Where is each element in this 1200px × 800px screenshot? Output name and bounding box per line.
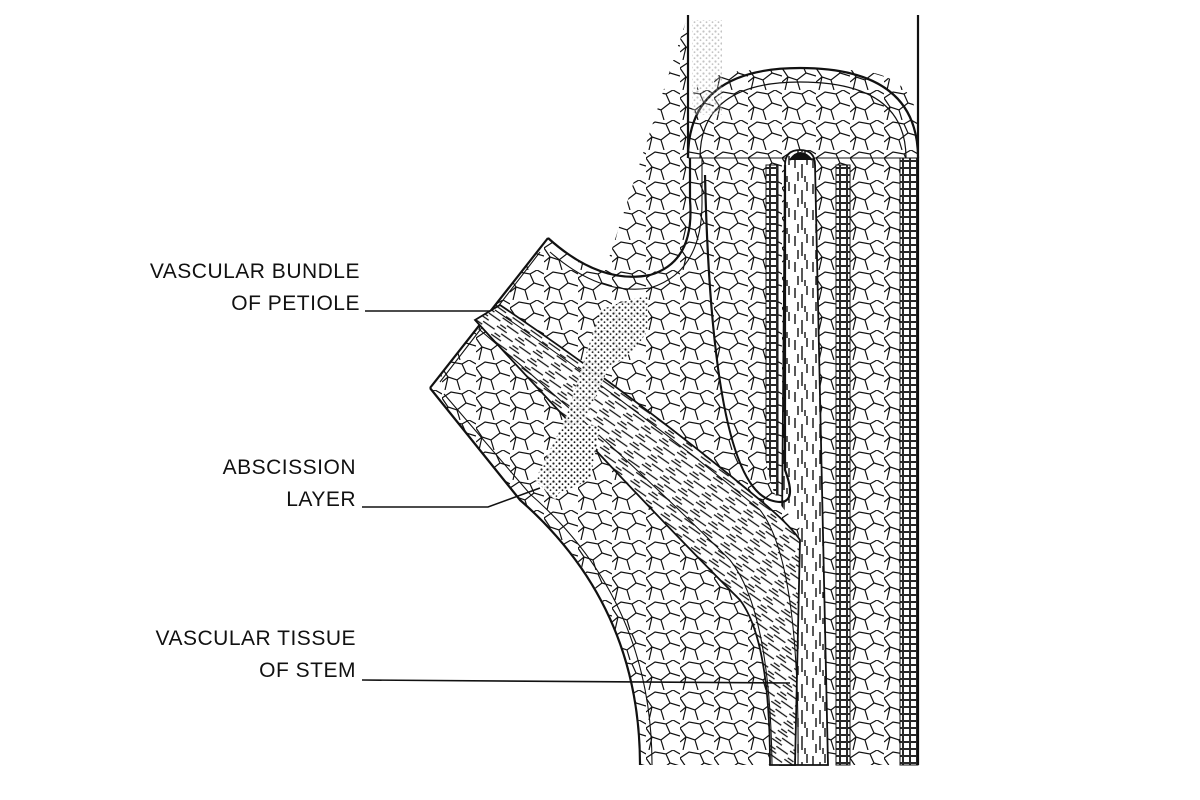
vascular-tissue-label-line1: VASCULAR TISSUE (156, 627, 356, 650)
label-abscission-layer: ABSCISSION LAYER (223, 456, 541, 511)
petiole-vascular-bundle (473, 303, 801, 766)
vascular-tissue-leader (361, 679, 791, 684)
abscission-layer (535, 296, 648, 500)
label-vascular-bundle-of-petiole: VASCULAR BUNDLE OF PETIOLE (150, 260, 490, 315)
abscission-label-line2: LAYER (286, 488, 356, 511)
label-vascular-tissue-of-stem: VASCULAR TISSUE OF STEM (156, 627, 791, 684)
vascular-tissue-label-line2: OF STEM (259, 659, 356, 682)
abscission-label-line1: ABSCISSION (223, 456, 356, 479)
abscission-leader (362, 487, 541, 508)
vascular-bundle-label-line1: VASCULAR BUNDLE (150, 260, 360, 283)
vascular-bundle-label-line2: OF PETIOLE (231, 292, 360, 315)
